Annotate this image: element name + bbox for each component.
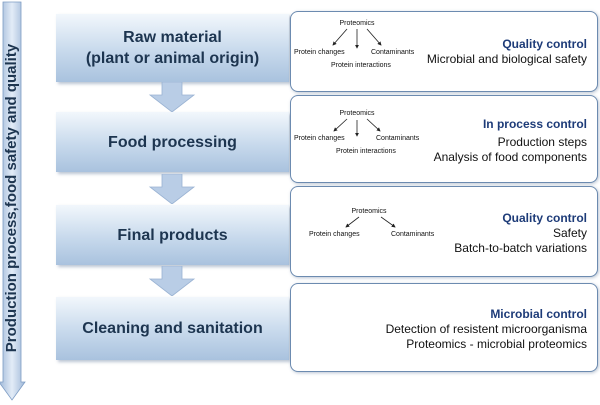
proteomics-mini-diagram: Proteomics Protein changes Contaminants: [309, 208, 435, 238]
panel-title: Quality control: [502, 211, 587, 225]
step-label: Cleaning and sanitation: [82, 320, 263, 337]
proteomics-mini-diagram: Proteomics Protein changes Contaminants …: [294, 110, 420, 155]
down-arrow: [148, 266, 196, 296]
panel-line: Microbial and biological safety: [426, 52, 587, 66]
mini-right: Contaminants: [376, 135, 420, 142]
panel-title: Microbial control: [490, 307, 587, 321]
panel-line: Detection of resistent microorganisma: [385, 322, 587, 336]
panel-title: Quality control: [502, 37, 587, 51]
step-raw-material: Raw material (plant or animal origin): [56, 14, 289, 82]
panel-title: In process control: [482, 117, 587, 131]
control-panel-quality: Proteomics Protein changes Contaminants …: [290, 11, 598, 92]
control-panel-in-process: Proteomics Protein changes Contaminants …: [290, 95, 598, 183]
vertical-axis-label: Production process,food safety and quali…: [3, 43, 20, 353]
panel-line: Production steps: [497, 135, 587, 149]
panel-line: Batch-to-batch variations: [454, 241, 587, 255]
panel-line: Safety: [552, 226, 587, 240]
step-label: Final products: [117, 226, 228, 244]
control-panel-microbial: Microbial control Detection of resistent…: [290, 283, 598, 372]
mini-root: Proteomics: [351, 208, 387, 215]
mini-root: Proteomics: [339, 20, 375, 27]
panel-line: Analysis of food components: [433, 150, 587, 164]
mini-right: Contaminants: [371, 49, 415, 56]
step-final-products: Final products: [56, 205, 289, 265]
mini-left: Protein changes: [294, 135, 345, 142]
mini-root: Proteomics: [339, 110, 375, 117]
mini-right: Contaminants: [391, 231, 435, 238]
down-arrow: [148, 174, 196, 204]
vertical-process-arrow: [0, 1, 26, 401]
step-label: Food processing: [108, 133, 237, 151]
mini-bottom: Protein interactions: [331, 62, 391, 69]
down-arrow: [148, 82, 196, 112]
step-cleaning-sanitation: Cleaning and sanitation: [56, 297, 289, 360]
panel-line: Proteomics - microbial proteomics: [406, 337, 587, 351]
mini-left: Protein changes: [294, 49, 345, 56]
mini-bottom: Protein interactions: [336, 148, 396, 155]
mini-left: Protein changes: [309, 231, 360, 238]
step-label: Raw material (plant or animal origin): [85, 29, 260, 67]
proteomics-mini-diagram: Proteomics Protein changes Contaminants …: [294, 20, 415, 69]
control-panel-quality-final: Proteomics Protein changes Contaminants …: [290, 186, 598, 277]
step-food-processing: Food processing: [56, 112, 289, 172]
